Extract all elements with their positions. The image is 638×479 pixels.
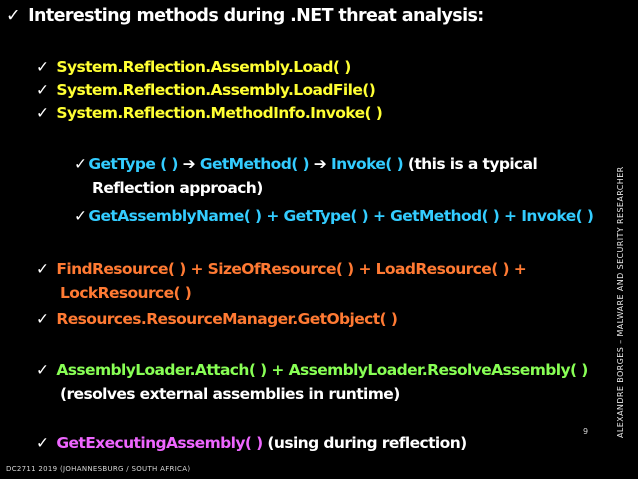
bullet-text: GetAssemblyName( ) + GetType( ) + GetMet… [88, 207, 594, 225]
bullet-find-resource: ✓ FindResource( ) + SizeOfResource( ) + L… [36, 260, 527, 278]
bullet-text: System.Reflection.MethodInfo.Invoke( ) [56, 104, 383, 122]
slide-title: ✓ Interesting methods during .NET threat … [6, 6, 484, 26]
check-icon: ✓ [36, 260, 49, 278]
bullet-text: Resources.ResourceManager.GetObject( ) [56, 310, 398, 328]
footer-text: DC2711 2019 (JOHANNESBURG / SOUTH AFRICA… [6, 465, 191, 473]
invoke-text: Invoke( ) [330, 155, 404, 173]
bullet-text: AssemblyLoader.Attach( ) + AssemblyLoade… [56, 361, 588, 379]
bullet-methodinfo-invoke: ✓ System.Reflection.MethodInfo.Invoke( ) [36, 104, 383, 122]
bullet-text: System.Reflection.Assembly.LoadFile() [56, 81, 376, 99]
bullet-text: FindResource( ) + SizeOfResource( ) + Lo… [56, 260, 527, 278]
check-icon: ✓ [36, 361, 49, 379]
getmethod-text: GetMethod( ) [199, 155, 310, 173]
bullet-resource-manager: ✓ Resources.ResourceManager.GetObject( ) [36, 310, 398, 328]
executing-note-text: (using during reflection) [267, 434, 467, 452]
arrow-icon: ➔ [182, 155, 196, 173]
check-icon: ✓ [36, 434, 49, 452]
check-icon: ✓ [74, 155, 87, 173]
slide-title-text: Interesting methods during .NET threat a… [28, 6, 484, 26]
sub-bullet-assemblyname-chain: ✓GetAssemblyName( ) + GetType( ) + GetMe… [74, 207, 594, 225]
bullet-assembly-loader: ✓ AssemblyLoader.Attach( ) + AssemblyLoad… [36, 361, 588, 379]
bullet-assembly-loader-note: (resolves external assemblies in runtime… [60, 385, 400, 403]
gettype-text: GetType ( ) [88, 155, 178, 173]
note-text: (this is a typical [407, 155, 538, 173]
executing-method-text: GetExecutingAssembly( ) [56, 434, 263, 452]
bullet-find-resource-continued: LockResource( ) [60, 284, 192, 302]
check-icon: ✓ [36, 58, 49, 76]
author-side-label: ALEXANDRE BORGES – MALWARE AND SECURITY … [616, 166, 625, 438]
page-number: 9 [583, 427, 589, 436]
check-icon: ✓ [6, 6, 21, 26]
bullet-executing-assembly: ✓ GetExecutingAssembly( ) (using during r… [36, 434, 467, 452]
bullet-text: System.Reflection.Assembly.Load( ) [56, 58, 351, 76]
check-icon: ✓ [36, 81, 49, 99]
bullet-assembly-load: ✓ System.Reflection.Assembly.Load( ) [36, 58, 351, 76]
check-icon: ✓ [36, 310, 49, 328]
bullet-assembly-loadfile: ✓ System.Reflection.Assembly.LoadFile() [36, 81, 376, 99]
sub-bullet-reflection-chain: ✓GetType ( ) ➔ GetMethod( ) ➔ Invoke( ) … [74, 155, 538, 173]
arrow-icon: ➔ [313, 155, 327, 173]
check-icon: ✓ [36, 104, 49, 122]
sub-bullet-note-continued: Reflection approach) [92, 179, 263, 197]
check-icon: ✓ [74, 207, 87, 225]
